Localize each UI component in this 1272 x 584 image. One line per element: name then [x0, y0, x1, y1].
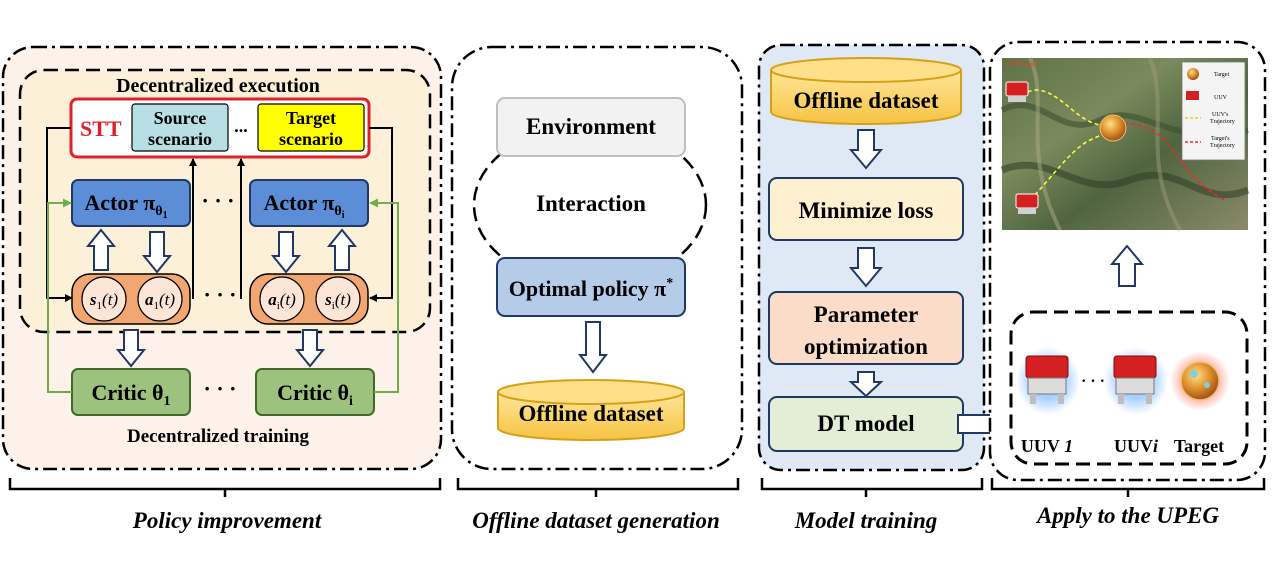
panel1-brace — [8, 478, 442, 497]
legend-uuv-label: UUV — [1214, 95, 1228, 101]
source-scenario-label-2: scenario — [148, 129, 212, 149]
environment-label: Environment — [526, 114, 656, 139]
critic1-feedback-line — [47, 198, 72, 393]
right-feedback-line — [369, 127, 393, 302]
ai-label: ai(t) — [268, 290, 296, 312]
loss-to-param-arrow — [848, 247, 884, 288]
actor-i-label: Actor πθi — [264, 190, 345, 221]
actori-state-arrows — [270, 228, 358, 274]
offline-dataset-cylinder-3 — [770, 57, 962, 125]
policy-improvement-panel: Decentralized execution STT Source scena… — [1, 45, 443, 533]
minimize-loss-box — [768, 177, 964, 241]
panel2-brace — [456, 478, 740, 497]
map-uuv-1-icon — [1005, 81, 1029, 102]
state-to-critic-arrows — [115, 329, 326, 368]
map-title: UPE Game — [1006, 60, 1038, 68]
actor1-state-arrows — [85, 228, 173, 274]
upeg-up-arrow — [1109, 244, 1145, 287]
actor-dots: · · · — [201, 188, 234, 213]
target-icon — [1170, 351, 1230, 411]
uuv-i-icon — [1104, 347, 1168, 415]
legend-target-traj-2: Trajectory — [1210, 143, 1235, 149]
a1-label: a1(t) — [145, 290, 175, 312]
stt-label: STT — [80, 116, 122, 141]
agents-dots: · · · — [1081, 373, 1105, 390]
target-scenario-label-1: Target — [286, 108, 336, 128]
parameter-label-2: optimization — [804, 334, 928, 359]
panel1-caption: Policy improvement — [132, 508, 322, 533]
state-dots: · · · — [203, 282, 236, 307]
panel2-caption: Offline dataset generation — [472, 508, 719, 533]
optimal-policy-label: Optimal policy π* — [509, 276, 674, 301]
panel4-caption: Apply to the UPEG — [1035, 503, 1219, 528]
legend-uuv-traj-2: Trajectory — [1210, 119, 1235, 125]
legend-target-label: Target — [1214, 72, 1229, 78]
source-scenario-box — [131, 103, 229, 152]
upe-game-map: UPE Game Target UUV UUV's Trajector — [1000, 57, 1250, 231]
parameter-optimization-box — [768, 291, 964, 365]
map-uuv-2-icon — [1015, 193, 1039, 214]
apply-upeg-panel: UPE Game Target UUV UUV's Trajector — [988, 40, 1267, 528]
critic-i-label: Critic θi — [277, 380, 353, 409]
ai-circle — [259, 276, 305, 322]
legend-uuv-traj-1: UUV's — [1212, 112, 1229, 118]
legend-target-traj-1: Target's — [1211, 136, 1230, 142]
environment-box — [496, 97, 686, 157]
optimal-policy-box — [496, 257, 686, 317]
uuv-trajectory-path — [1021, 89, 1111, 127]
critici-feedback-line — [369, 198, 399, 393]
critic-1-label: Critic θ1 — [92, 380, 171, 409]
dataset-label-3: Offline dataset — [793, 88, 938, 113]
target-scenario-box — [257, 103, 365, 152]
model-training-panel: Offline dataset Minimize loss Parameter … — [757, 43, 1029, 533]
target-trajectory-path — [1109, 122, 1226, 201]
actor-1-label: Actor πθ1 — [84, 190, 167, 221]
uuv-trajectory-path-2 — [1029, 129, 1111, 201]
s1-label: s1(t) — [89, 290, 119, 312]
minimize-loss-label: Minimize loss — [799, 198, 934, 223]
source-scenario-label-1: Source — [154, 108, 207, 128]
parameter-label-1: Parameter — [814, 302, 919, 327]
si-circle — [315, 276, 361, 322]
s1-circle — [81, 276, 127, 322]
execution-title: Decentralized execution — [116, 75, 320, 97]
actor-i-box — [249, 179, 369, 227]
param-to-dt-arrow — [848, 371, 884, 398]
dataset-to-loss-arrow — [848, 129, 884, 170]
map-target-icon — [1099, 114, 1127, 142]
legend-uuv-icon — [1186, 91, 1199, 100]
uuv-1-label: UUV 1 — [1021, 436, 1073, 456]
target-label: Target — [1174, 436, 1224, 456]
legend-target-icon — [1187, 68, 1199, 80]
a1-circle — [137, 276, 183, 322]
si-label: si(t) — [324, 290, 351, 312]
uuv-1-icon — [1016, 347, 1080, 415]
panel3-brace — [760, 478, 984, 497]
interaction-label: Interaction — [536, 191, 646, 216]
training-label: Decentralized training — [127, 426, 310, 447]
panel4-brace — [990, 478, 1266, 497]
critic-dots: · · · — [203, 376, 236, 401]
dt-model-label: DT model — [817, 411, 914, 436]
target-scenario-label-2: scenario — [279, 129, 343, 149]
dataset-generation-panel: Environment Interaction Optimal policy π… — [450, 45, 744, 533]
stt-ellipsis: ... — [234, 116, 248, 136]
actor-1-box — [71, 179, 191, 227]
dataset-label-2: Offline dataset — [518, 401, 663, 426]
uuv-i-label: UUVi — [1114, 436, 1158, 456]
panel3-caption: Model training — [794, 508, 938, 533]
offline-dataset-cylinder — [497, 379, 685, 441]
policy-to-dataset-arrow — [577, 321, 609, 374]
